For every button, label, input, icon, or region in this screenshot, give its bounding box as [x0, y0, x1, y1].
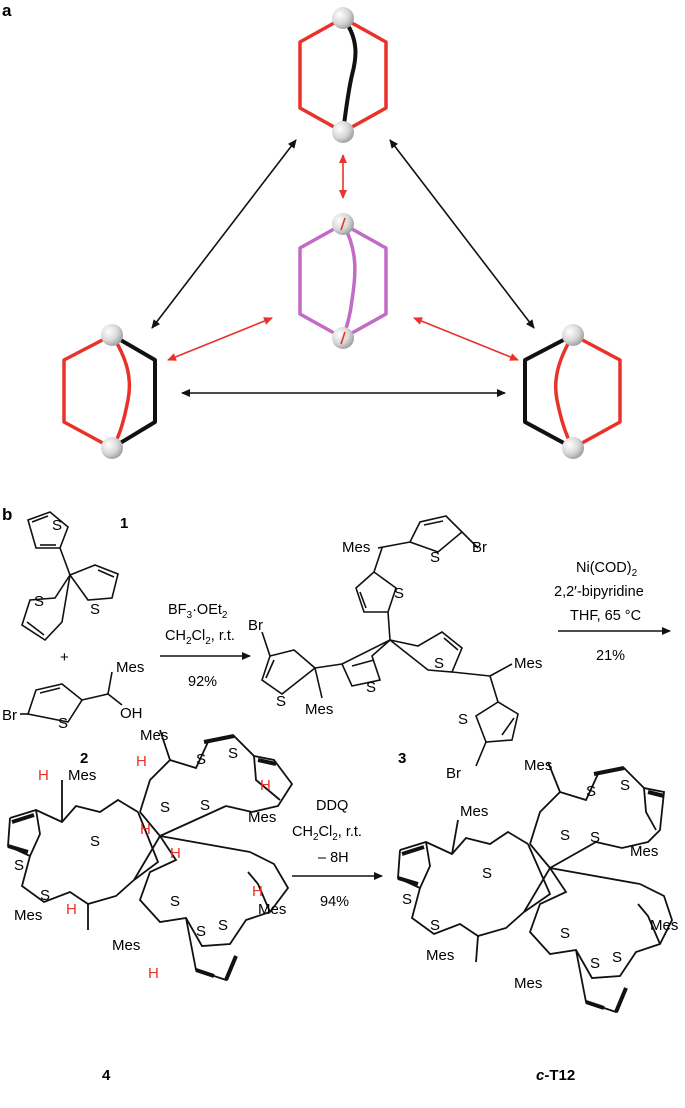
compound-4-label: 4	[102, 1067, 111, 1084]
panel-a-label: a	[2, 1, 12, 20]
bromine-label: Br	[472, 539, 487, 556]
compound-cT12-label: c-T12	[536, 1067, 575, 1084]
arrow-top-right	[389, 139, 535, 329]
panel-b-label: b	[2, 505, 12, 524]
mesityl-label: Mes	[514, 655, 542, 672]
sulfur-label: S	[196, 751, 206, 768]
yield-r3: 94%	[320, 894, 349, 910]
bromine-label: Br	[248, 617, 263, 634]
sulfur-label: S	[430, 549, 440, 566]
compound-cT12-structure	[397, 761, 673, 1014]
hydrogen-label: H	[148, 965, 159, 982]
arrow-middle-left	[167, 317, 273, 361]
mesityl-label: Mes	[140, 727, 168, 744]
mesityl-label: Mes	[460, 803, 488, 820]
compound-2-label: 2	[80, 750, 88, 767]
hydrogen-label: H	[66, 901, 77, 918]
cage-top	[298, 7, 388, 143]
bridgehead-sphere	[101, 324, 123, 346]
compound-1-structure	[21, 511, 119, 642]
sulfur-label: S	[228, 745, 238, 762]
cage-left	[62, 324, 157, 459]
bridgehead-sphere	[562, 437, 584, 459]
bridgehead-sphere	[101, 437, 123, 459]
sulfur-label: S	[620, 777, 630, 794]
mesityl-label: Mes	[305, 701, 333, 718]
yield-r2: 21%	[596, 648, 625, 664]
sulfur-label: S	[170, 893, 180, 910]
mesityl-label: Mes	[112, 937, 140, 954]
bridgehead-sphere	[332, 7, 354, 29]
sulfur-label: S	[590, 829, 600, 846]
mesityl-label: Mes	[14, 907, 42, 924]
sulfur-label: S	[482, 865, 492, 882]
sulfur-label: S	[218, 917, 228, 934]
mesityl-label: Mes	[248, 809, 276, 826]
arrow-top-left	[151, 139, 297, 329]
mesityl-label: Mes	[650, 917, 678, 934]
mesityl-label: Mes	[630, 843, 658, 860]
sulfur-label: S	[58, 715, 68, 732]
reagent-bipyridine: 2,2′-bipyridine	[554, 584, 644, 600]
bridgehead-sphere	[562, 324, 584, 346]
mesityl-label: Mes	[258, 901, 286, 918]
arrow-middle-right	[413, 317, 519, 361]
compound-4-structure	[7, 729, 294, 982]
sulfur-label: S	[14, 857, 24, 874]
hydrogen-label: H	[140, 821, 151, 838]
mesityl-label: Mes	[514, 975, 542, 992]
compound-3-label: 3	[398, 750, 406, 767]
conditions-thf: THF, 65 °C	[570, 608, 641, 624]
hydrogen-label: H	[136, 753, 147, 770]
bromine-label: Br	[2, 707, 17, 724]
reagent-nicod: Ni(COD)2	[576, 560, 638, 579]
sulfur-label: S	[458, 711, 468, 728]
sulfur-label: S	[276, 693, 286, 710]
mesityl-label: Mes	[342, 539, 370, 556]
mesityl-label: Mes	[426, 947, 454, 964]
hydrogen-label: H	[252, 883, 263, 900]
reagent-bf3: BF3·OEt2	[168, 602, 228, 621]
hydrogen-label: H	[170, 845, 181, 862]
compound-1-label: 1	[120, 515, 128, 532]
interconversion-arrows	[151, 139, 535, 397]
sulfur-label: S	[52, 517, 62, 534]
reagent-ddq: DDQ	[316, 798, 348, 814]
sulfur-label: S	[394, 585, 404, 602]
mesityl-label: Mes	[116, 659, 144, 676]
sulfur-label: S	[612, 949, 622, 966]
sulfur-label: S	[586, 783, 596, 800]
sulfur-label: S	[90, 601, 100, 618]
compound-2-structure	[20, 671, 123, 723]
plus-sign: +	[60, 649, 69, 666]
sulfur-label: S	[402, 891, 412, 908]
yield-r1: 92%	[188, 674, 217, 690]
hydrogen-label: H	[260, 777, 271, 794]
compound-3-structure	[261, 515, 519, 767]
sulfur-label: S	[366, 679, 376, 696]
mesityl-label: Mes	[68, 767, 96, 784]
solvent-ch2cl2: CH2Cl2, r.t.	[165, 628, 235, 647]
sulfur-label: S	[196, 923, 206, 940]
sulfur-label: S	[430, 917, 440, 934]
cage-middle	[298, 213, 388, 349]
sulfur-label: S	[200, 797, 210, 814]
sulfur-label: S	[40, 887, 50, 904]
solvent-ch2cl2: CH2Cl2, r.t.	[292, 824, 362, 843]
cage-right	[523, 324, 622, 459]
hydrogen-label: H	[38, 767, 49, 784]
sulfur-label: S	[590, 955, 600, 972]
sulfur-label: S	[90, 833, 100, 850]
mesityl-label: Mes	[524, 757, 552, 774]
reagent-minus-8h: – 8H	[318, 850, 349, 866]
sulfur-label: S	[560, 827, 570, 844]
bromine-label: Br	[446, 765, 461, 782]
bridgehead-sphere	[332, 121, 354, 143]
hydroxyl-label: OH	[120, 705, 143, 722]
sulfur-label: S	[160, 799, 170, 816]
sulfur-label: S	[34, 593, 44, 610]
sulfur-label: S	[434, 655, 444, 672]
sulfur-label: S	[560, 925, 570, 942]
